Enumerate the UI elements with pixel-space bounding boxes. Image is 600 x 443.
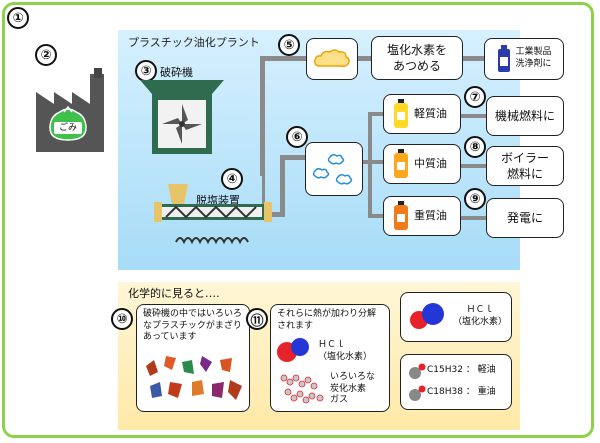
heavy-oil-formula-row: C18H38 ： 重油 <box>407 384 496 402</box>
hcl-collect-box: 塩化水素を あつめる <box>371 36 463 80</box>
industrial-products-box: 工業製品 洗浄剤に <box>484 38 564 80</box>
heavy-oil-molecule-icon <box>409 385 426 401</box>
gas-cloud-icon <box>312 153 353 185</box>
pipe <box>461 114 487 118</box>
number-8: ⑧ <box>464 136 486 158</box>
decomposition-hcl-label: ＨＣｌ （塩化水素） <box>318 340 373 362</box>
pipe <box>260 56 306 61</box>
heavy-oil-formula: C18H38 ： 重油 <box>427 387 496 398</box>
pipe <box>463 56 485 61</box>
dechlorinator-icon <box>154 184 272 245</box>
industrial-label: 工業製品 洗浄剤に <box>515 47 552 69</box>
light-oil-molecule-icon <box>409 363 426 379</box>
garbage-bag-label: ごみ <box>54 122 82 134</box>
chemistry-title: 化学的に見ると‥‥ <box>128 287 220 300</box>
medium-oil-box: 中質油 <box>383 144 461 184</box>
medium-oil-bottle-icon <box>394 149 408 178</box>
cloud-icon <box>314 49 350 67</box>
hydrocarbon-gas-box <box>305 142 363 196</box>
boiler-fuel-box: ボイラー 燃料に <box>486 146 564 186</box>
hcl-molecule-icon <box>277 338 309 362</box>
pipe <box>280 155 306 160</box>
light-oil-formula-row: C15H32 ： 軽油 <box>407 362 496 380</box>
light-oil-label: 軽質油 <box>414 106 447 120</box>
light-oil-formula: C15H32 ： 軽油 <box>427 365 496 376</box>
heavy-oil-box: 重質油 <box>383 196 461 236</box>
hcl-box: ＨＣｌ （塩化水素） <box>400 292 512 342</box>
pipe <box>357 56 371 61</box>
pipe <box>368 214 384 218</box>
machine-fuel-box: 機械燃料に <box>486 96 564 136</box>
hydrocarbon-gas-label: いろいろな 炭化水素 ガス <box>330 372 376 406</box>
garbage-bag-icon: ごみ <box>46 106 90 142</box>
hcl-label: ＨＣｌ （塩化水素） <box>453 305 508 327</box>
power-box: 発電に <box>486 198 564 238</box>
mixed-plastics-text: 破砕機の中ではいろいろなプラスチックがまざりあっています <box>143 309 243 343</box>
number-6: ⑥ <box>286 126 308 148</box>
number-2: ② <box>35 44 57 66</box>
decomposition-text: それらに熱が加わり分解されます <box>277 309 377 331</box>
pipe <box>461 216 487 220</box>
pipe <box>262 176 265 216</box>
number-11: ⑪ <box>246 308 268 330</box>
pipe <box>461 164 487 168</box>
number-4: ④ <box>221 168 243 190</box>
number-1: ① <box>7 7 29 29</box>
light-oil-box: 軽質油 <box>383 94 461 134</box>
number-7: ⑦ <box>464 86 486 108</box>
number-9: ⑨ <box>464 188 486 210</box>
pipe <box>280 155 285 217</box>
hcl-gas-box <box>306 38 358 80</box>
pipe <box>368 112 384 116</box>
pipe <box>368 112 372 218</box>
number-3: ③ <box>135 60 157 82</box>
light-oil-bottle-icon <box>394 99 408 128</box>
pipe <box>363 160 383 164</box>
heavy-oil-bottle-icon <box>394 201 408 230</box>
crusher-label: 破砕機 <box>160 66 193 79</box>
oil-formula-box: C15H32 ： 軽油 C18H38 ： 重油 <box>400 354 512 410</box>
pipe <box>270 212 285 217</box>
plastic-fragments-icon <box>146 356 242 400</box>
number-10: ⑩ <box>111 308 133 330</box>
hydrocarbon-gas-molecules-icon <box>280 374 324 404</box>
pipe <box>260 56 265 176</box>
plant-title: プラスチック油化プラント <box>128 36 260 49</box>
heavy-oil-label: 重質油 <box>414 208 447 222</box>
detergent-bottle-icon <box>498 45 511 72</box>
dechlorinator-label: 脱塩装置 <box>196 194 240 207</box>
number-5: ⑤ <box>278 34 300 56</box>
medium-oil-label: 中質油 <box>414 156 447 170</box>
crusher-icon <box>140 80 224 154</box>
hcl-big-molecule-icon <box>410 303 444 329</box>
